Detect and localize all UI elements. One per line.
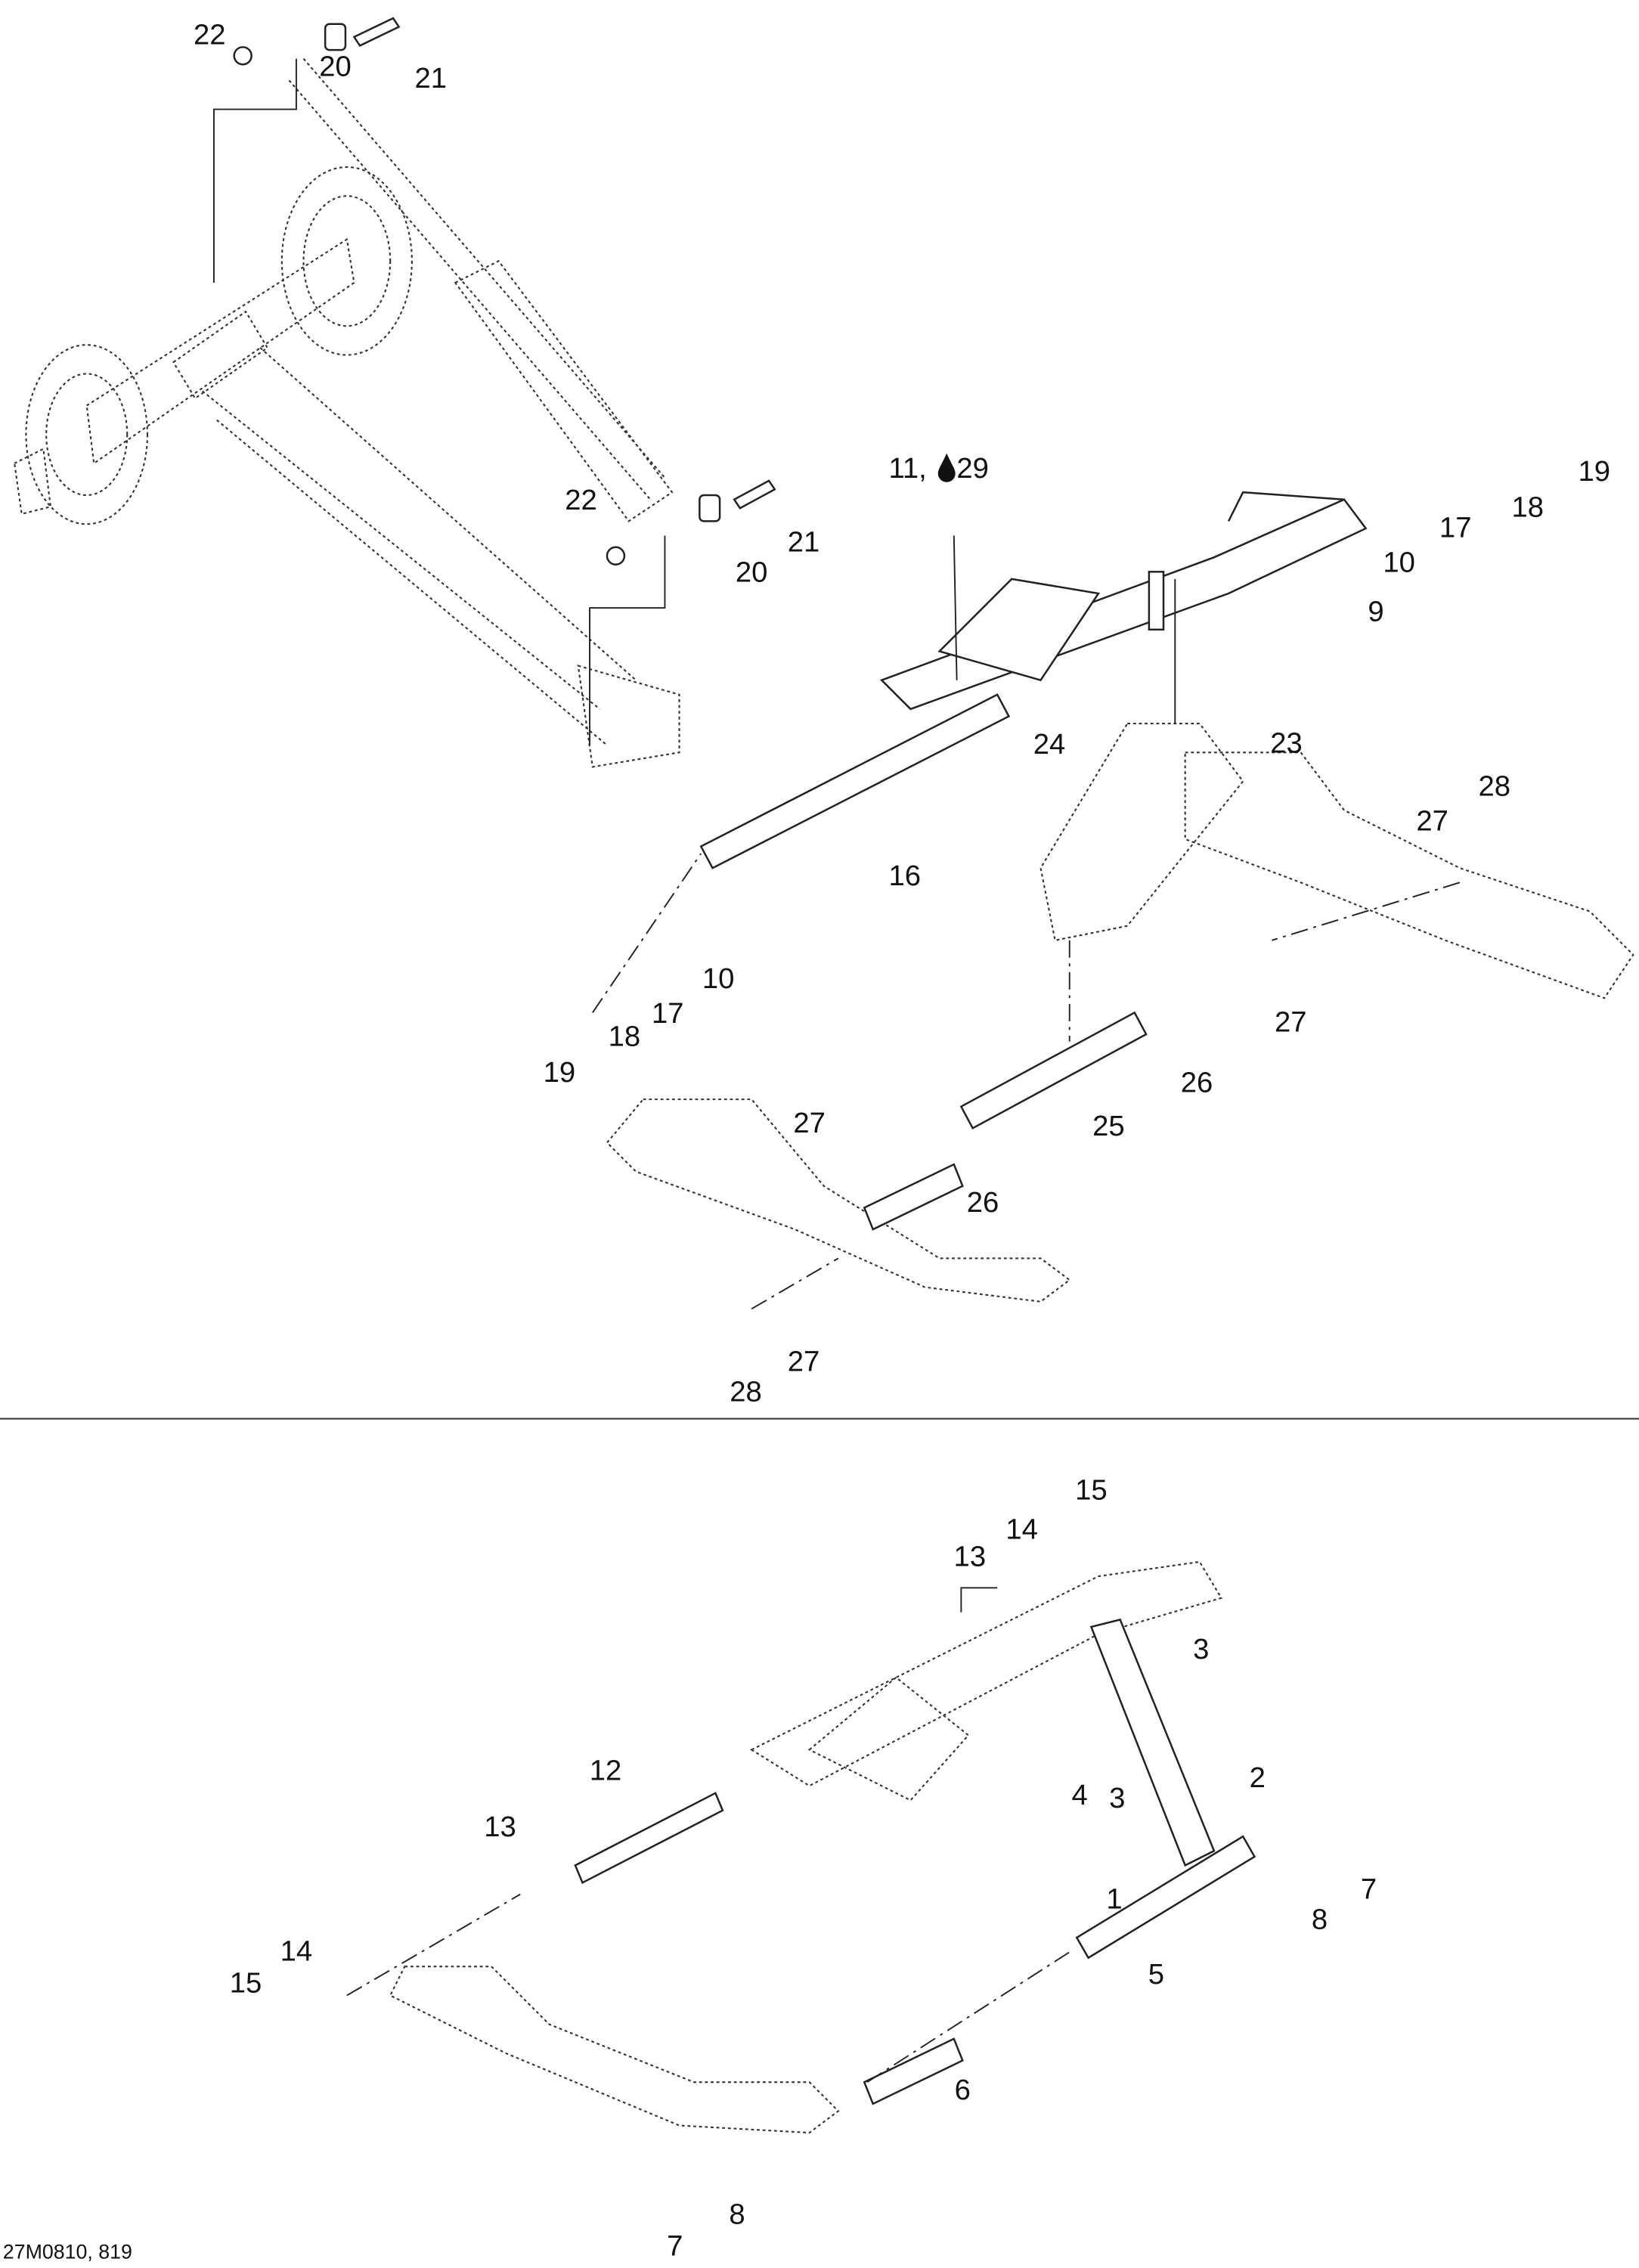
callout: 27 bbox=[793, 1107, 826, 1139]
callout: 27 bbox=[1275, 1005, 1307, 1038]
callout: 21 bbox=[414, 62, 447, 94]
callout: 28 bbox=[1479, 770, 1511, 803]
callout: 3 bbox=[1193, 1633, 1209, 1665]
callout: 5 bbox=[1148, 1958, 1164, 1991]
callout: 18 bbox=[1512, 491, 1545, 524]
callout: 13 bbox=[954, 1541, 987, 1573]
callout: 28 bbox=[730, 1376, 762, 1408]
callout: 14 bbox=[280, 1935, 313, 1968]
callout: 8 bbox=[1312, 1903, 1328, 1935]
left-rail-top bbox=[606, 1098, 1071, 1303]
callout: 25 bbox=[1092, 1110, 1125, 1142]
callout: 14 bbox=[1005, 1513, 1038, 1545]
front-arm-assembly bbox=[346, 1560, 1256, 2134]
callout: 7 bbox=[667, 2230, 683, 2263]
callout: 19 bbox=[544, 1056, 576, 1089]
callout: 6 bbox=[955, 2074, 971, 2106]
callout: 19 bbox=[1578, 455, 1610, 488]
callout: 15 bbox=[1075, 1474, 1108, 1507]
callout: 12 bbox=[590, 1755, 622, 1787]
callout: 3 bbox=[1109, 1782, 1125, 1814]
callout: 26 bbox=[967, 1186, 999, 1219]
callout: 26 bbox=[1181, 1067, 1213, 1099]
shafts-top bbox=[592, 693, 1461, 1310]
callout: 29 bbox=[956, 452, 989, 485]
callout: 17 bbox=[1439, 511, 1472, 544]
callout: 20 bbox=[736, 556, 768, 589]
diagram-code: 27M0810, 819 bbox=[3, 2240, 132, 2263]
shock-absorber bbox=[1039, 578, 1244, 942]
callout: 27 bbox=[1416, 805, 1448, 838]
callouts-top: 22 20 21 22 20 21 11, 29 19 18 17 10 9 2… bbox=[194, 18, 1610, 1408]
hardware-top-left bbox=[233, 17, 776, 565]
oil-drop-icon bbox=[937, 453, 956, 482]
callout: 21 bbox=[788, 526, 820, 559]
callout: 10 bbox=[1383, 546, 1415, 578]
callout: 20 bbox=[319, 51, 352, 83]
callout: 24 bbox=[1033, 728, 1066, 761]
callout: 22 bbox=[565, 484, 597, 516]
callout: 11, bbox=[888, 452, 926, 485]
callout: 2 bbox=[1250, 1761, 1266, 1794]
callout: 23 bbox=[1270, 727, 1303, 759]
callout: 27 bbox=[788, 1346, 820, 1378]
callout: 1 bbox=[1106, 1883, 1122, 1916]
rear-axle-assembly bbox=[13, 57, 680, 768]
callout: 9 bbox=[1368, 595, 1383, 627]
callout: 15 bbox=[230, 1967, 262, 2000]
callout: 17 bbox=[652, 997, 684, 1030]
callout: 13 bbox=[484, 1811, 516, 1843]
callouts-bottom: 15 14 13 3 2 3 4 12 13 7 8 1 5 14 15 6 8… bbox=[230, 1474, 1377, 2263]
rear-arm bbox=[879, 491, 1368, 711]
callout: 10 bbox=[702, 962, 735, 995]
callout: 8 bbox=[729, 2198, 745, 2231]
callout: 18 bbox=[609, 1020, 641, 1052]
right-rail-top bbox=[1184, 751, 1634, 999]
callout: 22 bbox=[194, 18, 226, 51]
callout: 4 bbox=[1071, 1779, 1087, 1811]
callout: 7 bbox=[1361, 1873, 1377, 1905]
callout: 16 bbox=[889, 860, 922, 892]
